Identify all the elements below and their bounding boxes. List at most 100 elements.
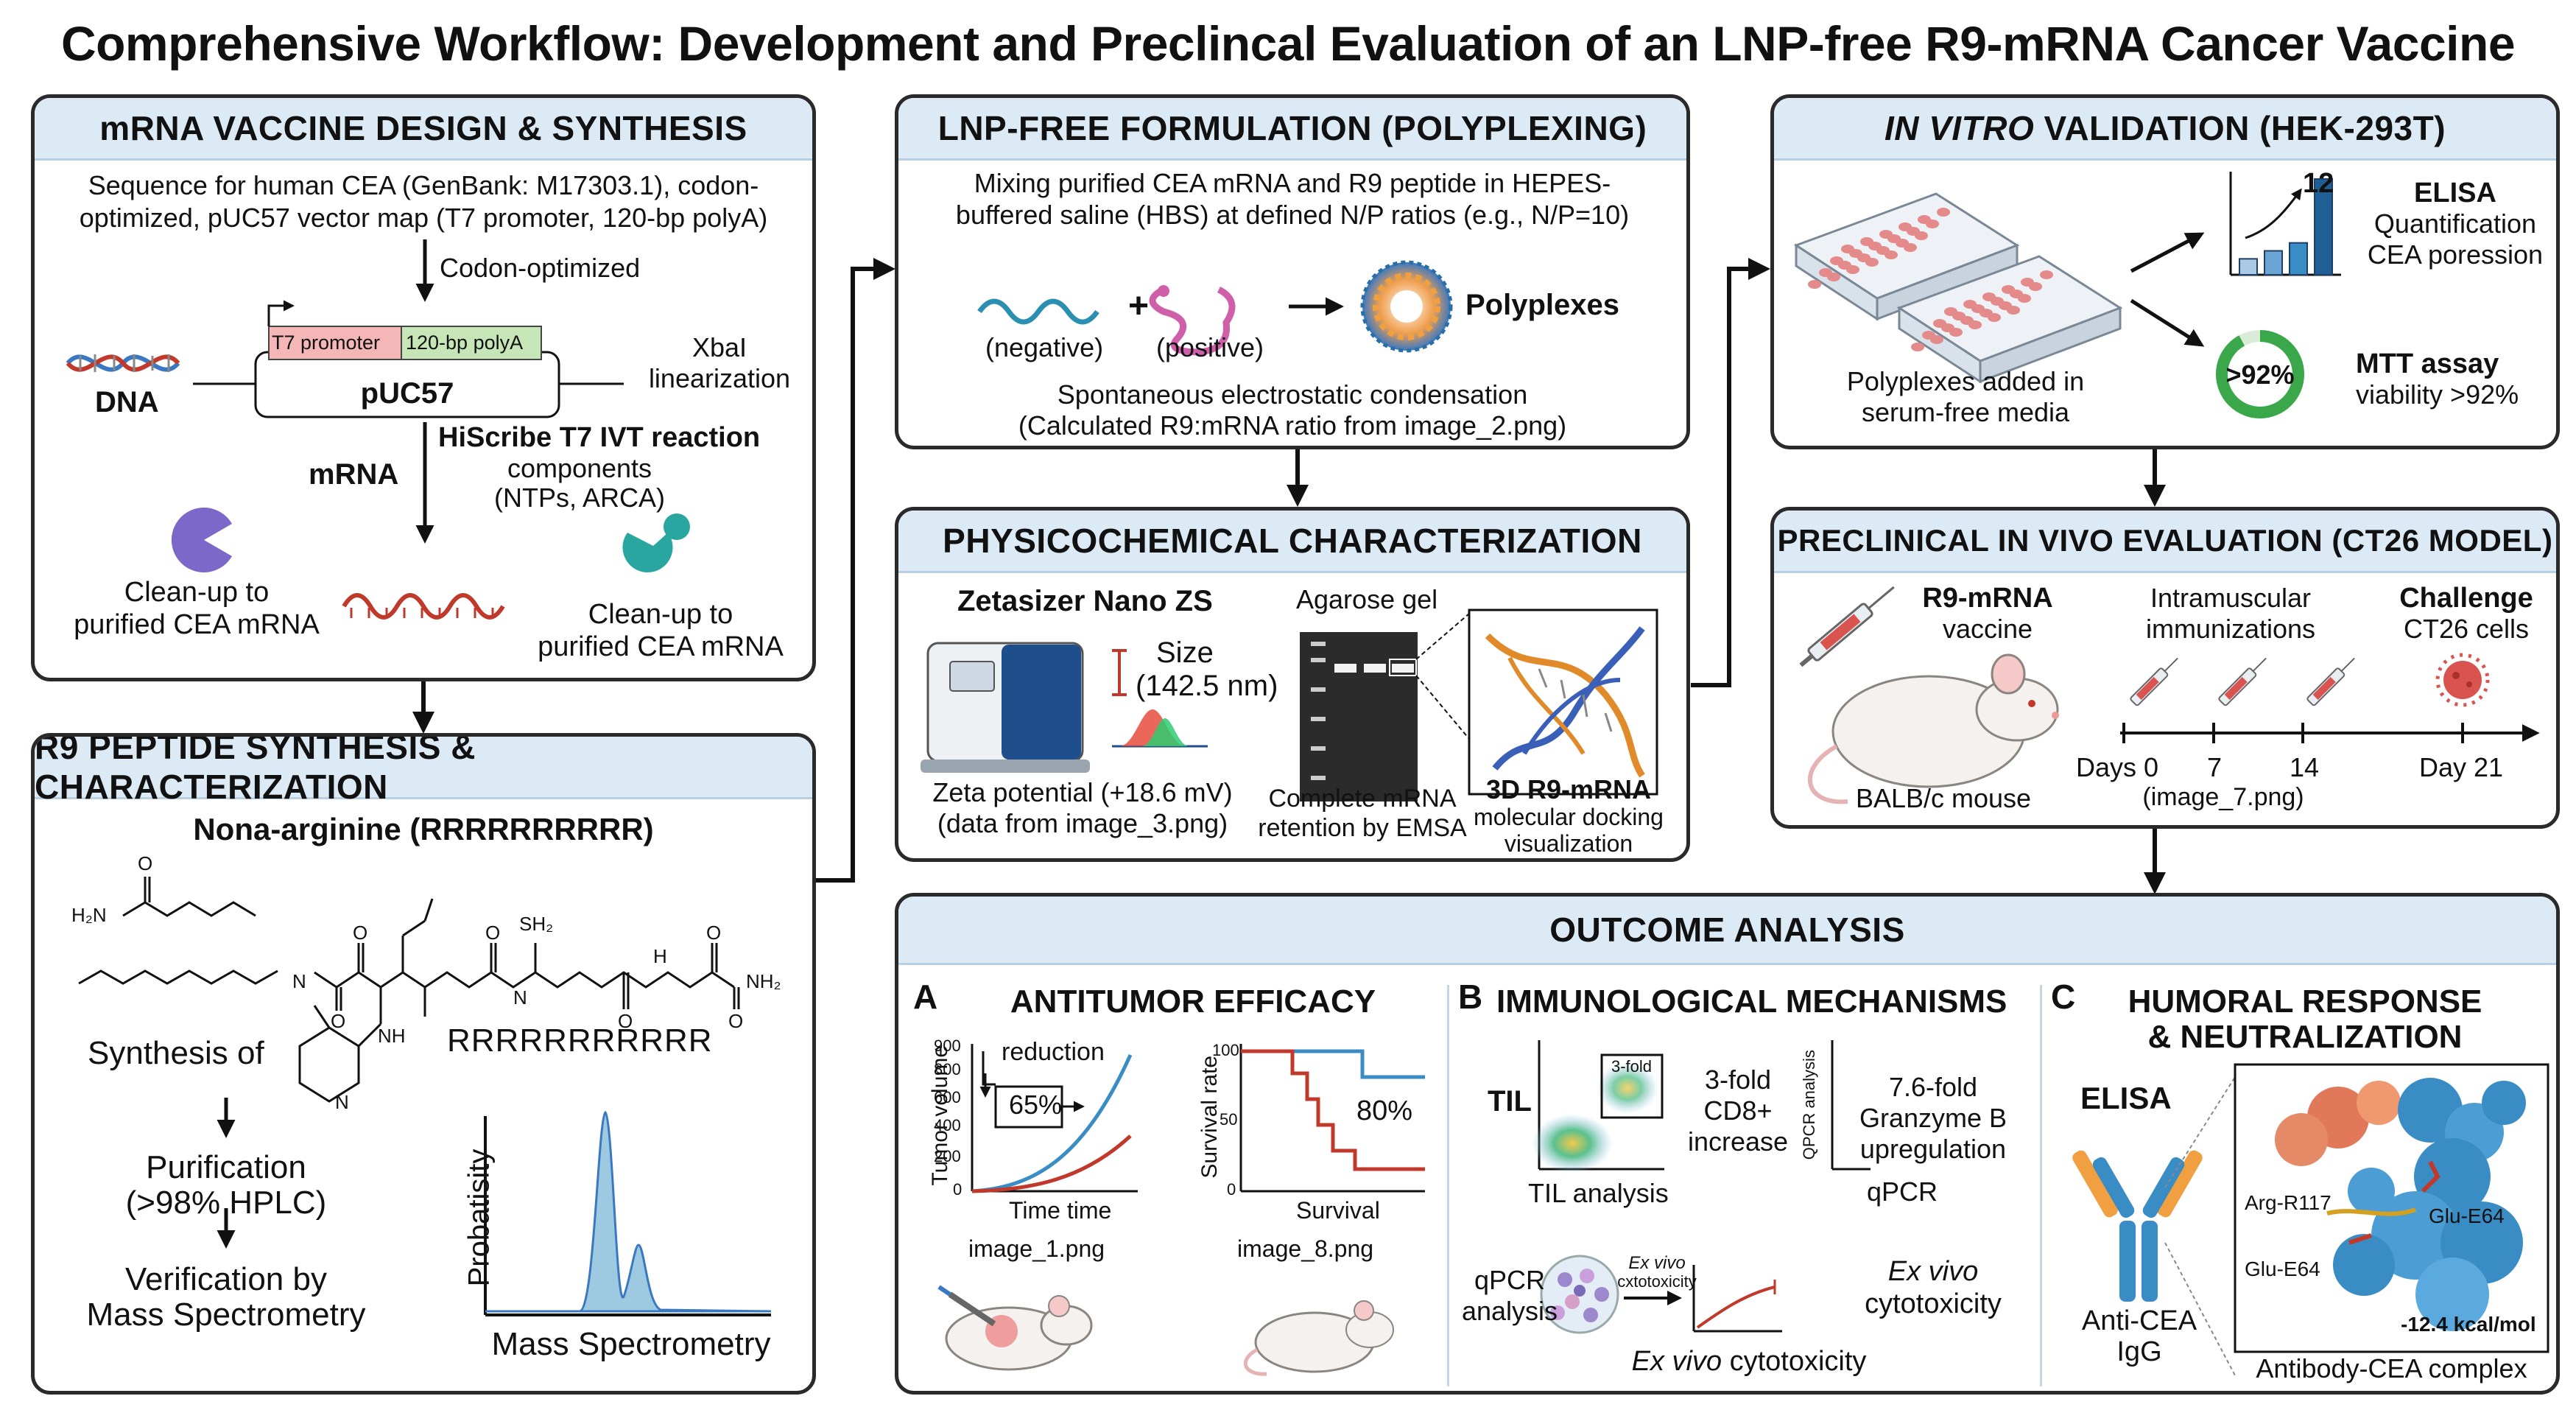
- polyplexes-label: Polyplexes: [1465, 289, 1620, 321]
- mtt-desc: viability >92%: [2356, 379, 2519, 410]
- antibody-icon: [2072, 1150, 2203, 1302]
- elisa-desc-2: CEA poression: [2367, 239, 2544, 270]
- cleanup-left-1: Clean-up to: [124, 577, 270, 608]
- well: [1808, 280, 1821, 289]
- zeta-source: (data from image_3.png): [937, 808, 1228, 838]
- syringe-icon: [1799, 586, 1895, 667]
- cd8-label-3: increase: [1687, 1126, 1789, 1157]
- exvivo-bottom-italic: Ex vivo: [1631, 1346, 1722, 1377]
- well: [1968, 320, 1982, 329]
- timeline-day-14: 14: [2290, 752, 2320, 782]
- zetasizer-label: Zetasizer Nano ZS: [957, 585, 1213, 617]
- chem-n-1: N: [292, 970, 306, 992]
- positive-label: (positive): [1156, 332, 1264, 362]
- survival-ytick-0: 0: [1227, 1180, 1236, 1199]
- panel-preclinical: PRECLINICAL IN VIVO EVALUATION (CT26 MOD…: [1770, 507, 2560, 829]
- elisa-bar: [2239, 258, 2258, 276]
- well: [1865, 258, 1879, 267]
- mrna-strand-icon: [342, 593, 505, 620]
- docking-label-1: 3D R9-mRNA: [1485, 774, 1652, 804]
- section-b-title: IMMUNOLOGICAL MECHANISMS: [1496, 983, 2007, 1020]
- section-c-title-2: & NEUTRALIZATION: [2147, 1019, 2463, 1055]
- chem-o-4: O: [485, 922, 501, 944]
- mass-spec-label: Mass Spectrometry: [86, 1297, 366, 1333]
- section-b-letter: B: [1458, 978, 1483, 1016]
- divider-ab: [1447, 985, 1449, 1386]
- glu-label-2: Glu-E64: [2245, 1258, 2320, 1280]
- mouse-label: BALB/c mouse: [1855, 783, 2032, 813]
- chem-n-3: N: [335, 1091, 349, 1113]
- size-value: (142.5 nm): [1136, 670, 1278, 702]
- chem-nh: NH: [378, 1025, 406, 1047]
- mtt-viability-ring: [2216, 330, 2304, 418]
- dna-helix-icon: [66, 354, 180, 372]
- three-fold-gate: 3-fold: [1611, 1057, 1653, 1076]
- exvivo-big-2: cytotoxicity: [1865, 1288, 2002, 1319]
- well: [1915, 231, 1928, 240]
- tumor-ytick-900: 900: [934, 1037, 961, 1055]
- granzyme-label-2: Granzyme B: [1859, 1103, 2007, 1133]
- anti-cea-label: Anti-CEA: [2081, 1305, 2197, 1336]
- ms-ylabel: Probatisity: [462, 1148, 496, 1287]
- tumor-ytick-200: 200: [934, 1147, 961, 1165]
- well: [1827, 273, 1840, 281]
- chem-o-7: O: [728, 1010, 744, 1032]
- tumor-ytick-800: 800: [934, 1060, 961, 1078]
- well: [2007, 306, 2020, 315]
- granzyme-label-1: 7.6-fold: [1888, 1072, 1978, 1102]
- docking-visualization-icon: [1468, 608, 1658, 796]
- glu-label-1: Glu-E64: [2429, 1204, 2505, 1227]
- til-analysis-label: TIL analysis: [1528, 1178, 1669, 1208]
- mouse-icon: [1807, 653, 2059, 804]
- image1-label: image_1.png: [968, 1235, 1105, 1262]
- mrna-label: mRNA: [309, 458, 399, 491]
- chem-o-3: O: [353, 922, 368, 944]
- cell-dish-icon: [1540, 1255, 1619, 1334]
- panel-header: mRNA VACCINE DESIGN & SYNTHESIS: [35, 98, 812, 161]
- divider-bc: [2040, 985, 2042, 1386]
- panel-header: PRECLINICAL IN VIVO EVALUATION (CT26 MOD…: [1774, 511, 2556, 573]
- ntps-label: (NTPs, ARCA): [493, 483, 665, 513]
- image8-label: image_8.png: [1237, 1235, 1374, 1262]
- well: [2029, 282, 2042, 291]
- mtt-value: >92%: [2225, 359, 2295, 390]
- challenge-2: CT26 cells: [2403, 614, 2530, 644]
- emsa-label-2: retention by EMSA: [1258, 814, 1467, 842]
- enzyme-icon-teal: [622, 513, 690, 572]
- well: [2040, 270, 2053, 279]
- survival-pct: 80%: [1356, 1095, 1413, 1126]
- timeline-day-0: Days 0: [2076, 752, 2159, 782]
- docking-label-3: visualization: [1504, 830, 1633, 857]
- t7-promoter-label: T7 promoter: [272, 332, 381, 354]
- xbal-label: XbaI: [691, 332, 747, 362]
- well: [1930, 335, 1943, 344]
- exvivo-small-2: cxtotoxicity: [1617, 1272, 1697, 1291]
- codon-label: Codon-optimized: [440, 253, 641, 283]
- agarose-gel-icon: [1300, 632, 1418, 802]
- cd8-label-1: 3-fold: [1704, 1065, 1772, 1095]
- polyplexes-added-2: serum-free media: [1861, 397, 2070, 427]
- well: [2018, 294, 2031, 303]
- preclinical-graphics: [1799, 586, 2540, 804]
- formulation-desc-2: buffered saline (HBS) at defined N/P rat…: [955, 200, 1630, 230]
- positive-peptide-icon: [1149, 286, 1236, 356]
- vaccine-label-2: vaccine: [1942, 614, 2033, 644]
- chem-n-2: N: [513, 986, 527, 1009]
- components-label: components: [507, 453, 652, 483]
- polyplex-icon: [1360, 260, 1453, 353]
- section-a-title: ANTITUMOR EFFICACY: [1010, 983, 1376, 1020]
- chem-h2n: H₂N: [71, 904, 107, 926]
- mass-spec-plot: [484, 1110, 772, 1316]
- exvivo-bottom-rest: cytotoxicity: [1722, 1346, 1867, 1377]
- chem-o-5: O: [618, 1010, 633, 1032]
- tumor-xlabel: Time time: [1009, 1197, 1112, 1224]
- cleanup-right-2: purified CEA mRNA: [538, 631, 784, 662]
- igg-label: IgG: [2116, 1336, 2162, 1367]
- elisa-bar: [2314, 178, 2333, 276]
- polyplexes-added-1: Polyplexes added in: [1846, 366, 2085, 396]
- immunizations-1: Intramuscular: [2150, 583, 2312, 613]
- plus-sign: +: [1128, 287, 1150, 326]
- invitro-graphics: [1793, 172, 2341, 418]
- docking-label-2: molecular docking: [1474, 804, 1664, 830]
- syringe-small-icon-2: [2218, 657, 2267, 706]
